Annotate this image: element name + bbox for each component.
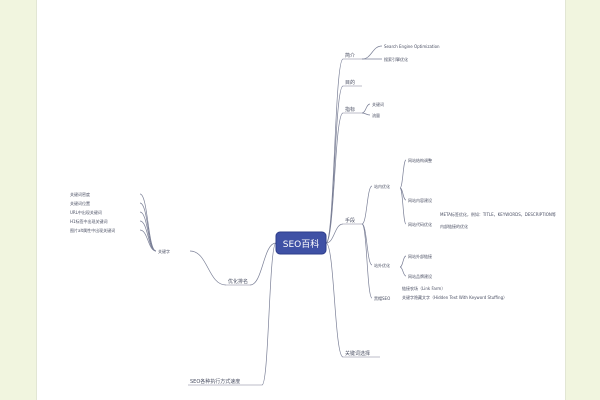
branch-ranking-label: 优化排名 bbox=[228, 278, 248, 285]
branch-goal[interactable]: 目的 bbox=[343, 79, 362, 87]
mindmap-edges bbox=[139, 45, 407, 386]
kw-h1: H1标签中出现关键词 bbox=[70, 218, 108, 224]
tech-code: 网站代码优化 bbox=[408, 221, 432, 227]
branch-keyword-select[interactable]: 关键词选择 bbox=[343, 350, 380, 358]
edge-kw-1 bbox=[139, 202, 157, 252]
edge-left-1 bbox=[261, 242, 277, 386]
branch-ranking[interactable]: 优化排名 bbox=[226, 278, 250, 286]
edge-right-1 bbox=[325, 85, 344, 244]
edge-onsite-2 bbox=[399, 187, 407, 225]
branch-metrics-label: 指标 bbox=[345, 106, 355, 113]
branch-techniques[interactable]: 手段 bbox=[343, 217, 362, 225]
edge-ranking-kw bbox=[189, 250, 227, 286]
code-item-meta: META标签优化，例如：TITLE，KEYWORDS，DESCRIPTION等 bbox=[440, 211, 556, 217]
edge-kw-2 bbox=[139, 211, 157, 252]
edge-offsite-0 bbox=[399, 255, 407, 268]
edge-metric-1 bbox=[361, 103, 371, 114]
tech-links: 网站外部链接 bbox=[408, 253, 432, 259]
mindmap-sheet bbox=[36, 0, 566, 400]
edge-right-3 bbox=[325, 223, 344, 244]
kw-position: 关键词位置 bbox=[70, 200, 90, 206]
tech-brand: 网站品牌建设 bbox=[408, 273, 432, 279]
branch-speed[interactable]: SEO各种执行方式速度 bbox=[188, 378, 262, 386]
center-node-label: SEO百科 bbox=[283, 238, 319, 250]
kw-url: URL中出现关键词 bbox=[70, 209, 102, 215]
edge-onsite-0 bbox=[399, 159, 407, 189]
edge-intro-1 bbox=[361, 45, 383, 60]
blackhat-hidden: 关键字隐藏文字（Hidden Text With Keyword Stuffin… bbox=[402, 294, 507, 300]
branch-goal-label: 目的 bbox=[345, 79, 355, 86]
edge-offsite-1 bbox=[399, 266, 407, 277]
branch-metrics[interactable]: 指标 bbox=[343, 106, 362, 114]
edge-tech-black bbox=[361, 223, 373, 299]
branch-keyword-select-label: 关键词选择 bbox=[345, 350, 370, 357]
edge-right-4 bbox=[325, 242, 344, 358]
edge-kw-3 bbox=[139, 220, 157, 252]
branch-techniques-label: 手段 bbox=[345, 217, 355, 224]
intro-item-1: Search Engine Optimization bbox=[384, 44, 440, 49]
edge-right-0 bbox=[325, 58, 344, 244]
edge-left-0 bbox=[249, 242, 277, 286]
tech-onsite: 站内优化 bbox=[374, 183, 390, 189]
branch-speed-label: SEO各种执行方式速度 bbox=[190, 378, 240, 385]
kw-alt: 图片alt属性中出现关键词 bbox=[70, 227, 115, 233]
blackhat-linkfarm: 链接农场（Link Farm） bbox=[402, 285, 445, 291]
edge-metric-2 bbox=[361, 112, 371, 116]
metric-keyword: 关键词 bbox=[372, 101, 384, 107]
tech-content: 网站内容建设 bbox=[408, 197, 432, 203]
kw-density: 关键词密度 bbox=[70, 191, 90, 197]
edge-kw-4 bbox=[139, 229, 157, 252]
tech-blackhat: 黑帽SEO bbox=[374, 295, 390, 301]
intro-item-2: 搜索引擎优化 bbox=[384, 56, 408, 62]
edge-right-2 bbox=[325, 112, 344, 244]
tech-structure: 网站结构调整 bbox=[408, 157, 432, 163]
branch-intro[interactable]: 简介 bbox=[343, 52, 362, 60]
ranking-keyword: 关键字 bbox=[158, 248, 170, 254]
branch-intro-label: 简介 bbox=[345, 52, 355, 59]
edge-tech-onsite bbox=[361, 185, 373, 225]
tech-offsite: 站外优化 bbox=[374, 262, 390, 268]
center-node[interactable]: SEO百科 bbox=[275, 231, 327, 255]
metric-traffic: 流量 bbox=[372, 112, 380, 118]
code-item-links: 内部链接的优化 bbox=[440, 223, 468, 229]
